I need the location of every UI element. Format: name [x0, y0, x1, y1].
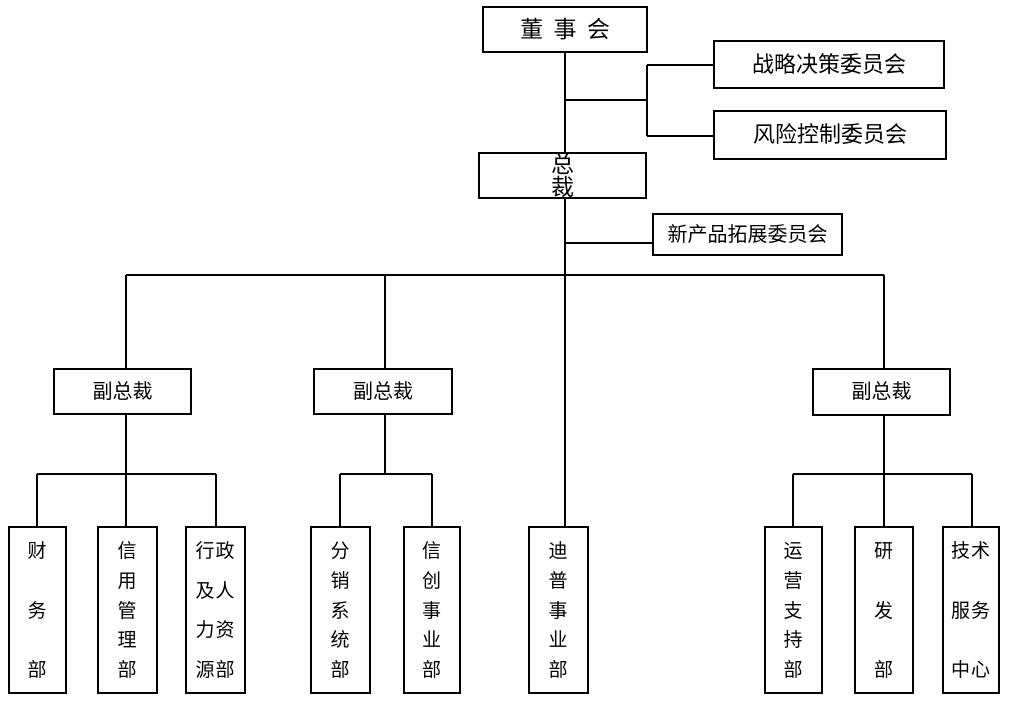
dept-label-row: 事	[548, 600, 569, 622]
dept-label-row: 及人	[195, 580, 236, 602]
dept-label-row: 用	[117, 570, 138, 592]
node-strategy-committee: 战略决策委员会	[713, 40, 945, 89]
dept-label-row: 分	[330, 541, 351, 562]
dept-label-row: 研	[873, 541, 894, 562]
node-dept-distribution-systems: 分销系统部	[310, 526, 371, 694]
dept-label-row: 销	[330, 570, 351, 592]
dept-label-row: 部	[548, 660, 569, 681]
dept-label-row: 运	[783, 541, 804, 562]
node-dept-credit-management: 信用管理部	[97, 526, 158, 694]
node-strategy-label: 战略决策委员会	[751, 51, 906, 77]
node-president-label: 总裁	[550, 151, 627, 200]
dept-label-row: 部	[421, 660, 442, 681]
dept-label-row: 部	[873, 660, 894, 681]
node-vp-left-label: 副总裁	[92, 380, 153, 403]
node-vp-middle: 副总裁	[313, 368, 453, 415]
dept-label-row: 支	[783, 600, 804, 622]
dept-label-row: 事	[421, 600, 442, 622]
node-risk-label: 风险控制委员会	[752, 122, 907, 147]
node-dept-operations-support: 运营支持部	[764, 526, 823, 694]
dept-label-row: 务	[27, 600, 48, 622]
node-board-label: 董事会	[520, 17, 621, 42]
dept-label-row: 迪	[548, 541, 569, 562]
dept-label-row: 财	[27, 541, 48, 562]
dept-label-row: 统	[330, 630, 351, 652]
dept-label-row: 发	[873, 600, 894, 622]
dept-label-row: 部	[27, 660, 48, 681]
node-president: 总裁	[478, 152, 647, 199]
dept-label-row: 持	[783, 630, 804, 652]
node-vp-right-label: 副总裁	[851, 381, 912, 403]
node-dept-admin-hr: 行政及人力资源部	[185, 526, 246, 694]
node-newprod-label: 新产品拓展委员会	[667, 223, 828, 246]
dept-label-row: 部	[330, 660, 351, 681]
dept-label-row: 普	[548, 570, 569, 592]
dept-label-row: 力资	[195, 620, 236, 642]
dept-label-row: 部	[783, 660, 804, 681]
connector-vp1-subtree	[36, 415, 217, 526]
dept-label-row: 创	[421, 570, 442, 592]
dept-label-row: 源部	[195, 659, 236, 681]
node-dept-dipu-business: 迪普事业部	[528, 526, 589, 694]
dept-label-row: 技术	[950, 541, 991, 562]
dept-label-row: 服务	[950, 600, 991, 622]
connector-vp2-subtree	[339, 415, 433, 526]
node-dept-rnd: 研发部	[854, 526, 914, 694]
node-board-of-directors: 董事会	[482, 6, 648, 53]
node-risk-committee: 风险控制委员会	[713, 110, 947, 160]
connector-committees-branch	[565, 64, 713, 137]
node-dept-xinchuang-business: 信创事业部	[403, 526, 461, 694]
node-dept-finance: 财务部	[8, 526, 67, 694]
node-vp-left: 副总裁	[53, 368, 192, 415]
dept-label-row: 管	[117, 600, 138, 622]
dept-label-row: 系	[330, 600, 351, 622]
dept-label-row: 业	[548, 630, 569, 652]
dept-label-row: 营	[783, 570, 804, 592]
dept-label-row: 业	[421, 630, 442, 652]
dept-label-row: 行政	[195, 541, 236, 562]
node-new-product-committee: 新产品拓展委员会	[652, 213, 843, 256]
node-vp-middle-label: 副总裁	[353, 380, 413, 403]
connector-vp3-subtree	[792, 415, 973, 526]
dept-label-row: 理	[117, 630, 138, 652]
node-dept-tech-service-center: 技术服务中心	[942, 526, 1000, 694]
dept-label-row: 中心	[950, 660, 991, 681]
node-vp-right: 副总裁	[812, 368, 951, 416]
dept-label-row: 信	[421, 541, 442, 562]
dept-label-row: 信	[117, 541, 138, 562]
dept-label-row: 部	[117, 660, 138, 681]
